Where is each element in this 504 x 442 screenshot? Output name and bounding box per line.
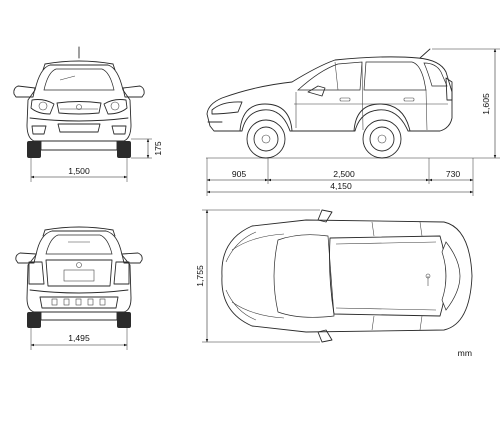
front-view [13, 46, 145, 158]
rear-view [15, 226, 143, 328]
overall-height-label: 1,605 [481, 93, 491, 115]
side-view [206, 48, 500, 159]
top-view [221, 209, 473, 343]
rear-track-label: 1,495 [68, 333, 90, 343]
front-overhang-label: 905 [232, 169, 247, 179]
overall-width-dimension: 1,755 [195, 209, 320, 343]
unit-label: mm [458, 348, 472, 358]
ground-clearance-label: 175 [153, 141, 163, 156]
overall-length-label: 4,150 [330, 181, 352, 191]
front-track-label: 1,500 [68, 166, 90, 176]
overall-height-dimension: 1,605 [432, 48, 500, 159]
ground-clearance-dimension: 175 [131, 138, 163, 159]
front-track-dimension: 1,500 [30, 158, 128, 182]
rear-overhang-label: 730 [446, 169, 461, 179]
length-dimensions: 905 2,500 730 4,150 [206, 158, 474, 196]
overall-width-label: 1,755 [195, 265, 205, 287]
wheelbase-label: 2,500 [333, 169, 355, 179]
rear-track-dimension: 1,495 [30, 328, 128, 350]
